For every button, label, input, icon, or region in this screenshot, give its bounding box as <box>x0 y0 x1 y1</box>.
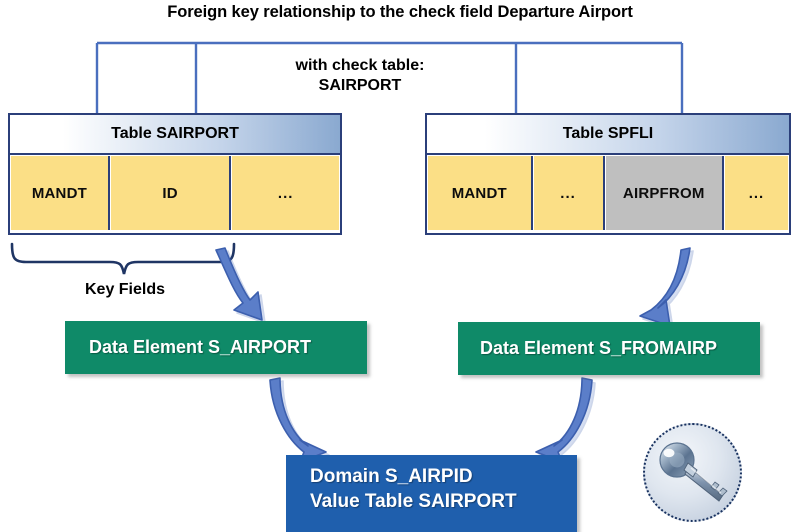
data-element-s-airport-label: Data Element S_AIRPORT <box>89 337 312 357</box>
arrow-fromairp-to-domain <box>535 377 596 466</box>
domain-value-table-line: Value Table SAIRPORT <box>310 491 517 513</box>
arrow-airport-to-domain <box>269 377 330 466</box>
table-spfli-header: Table SPFLI <box>427 115 789 153</box>
table-spfli-fields: MANDT ... AIRPFROM ... <box>427 153 789 231</box>
arrow-spfli-to-data-element <box>639 247 694 330</box>
check-table-caption-line-1: with check table: <box>295 57 425 74</box>
check-table-caption-line-2: SAIRPORT <box>318 77 402 95</box>
field-spfli-more-2[interactable]: ... <box>724 156 788 230</box>
table-sairport-header: Table SAIRPORT <box>10 115 340 153</box>
table-spfli[interactable]: Table SPFLI MANDT ... AIRPFROM ... <box>425 113 791 235</box>
table-sairport-fields: MANDT ID ... <box>10 153 340 231</box>
data-element-s-fromairp-label: Data Element S_FROMAIRP <box>480 338 718 358</box>
domain-box[interactable]: Domain S_AIRPID Value Table SAIRPORT <box>286 455 577 532</box>
data-element-s-fromairp[interactable]: Data Element S_FROMAIRP <box>458 322 760 375</box>
diagram-title: Foreign key relationship to the check fi… <box>167 3 633 21</box>
domain-name-line: Domain S_AIRPID <box>310 466 473 487</box>
field-sairport-id[interactable]: ID <box>110 156 232 230</box>
key-fields-brace <box>10 242 236 275</box>
data-element-s-airport[interactable]: Data Element S_AIRPORT <box>65 321 367 374</box>
field-spfli-more-1[interactable]: ... <box>533 156 605 230</box>
field-spfli-mandt[interactable]: MANDT <box>428 156 533 230</box>
key-fields-label: Key Fields <box>84 281 166 298</box>
check-table-caption: with check table: SAIRPORT <box>260 56 460 97</box>
field-sairport-mandt[interactable]: MANDT <box>11 156 110 230</box>
key-icon <box>659 442 728 502</box>
table-sairport[interactable]: Table SAIRPORT MANDT ID ... <box>8 113 342 235</box>
arrow-sairport-to-data-element <box>215 247 266 324</box>
field-sairport-more[interactable]: ... <box>232 156 339 230</box>
key-icon-badge <box>643 423 742 522</box>
field-spfli-airpfrom[interactable]: AIRPFROM <box>605 156 724 230</box>
